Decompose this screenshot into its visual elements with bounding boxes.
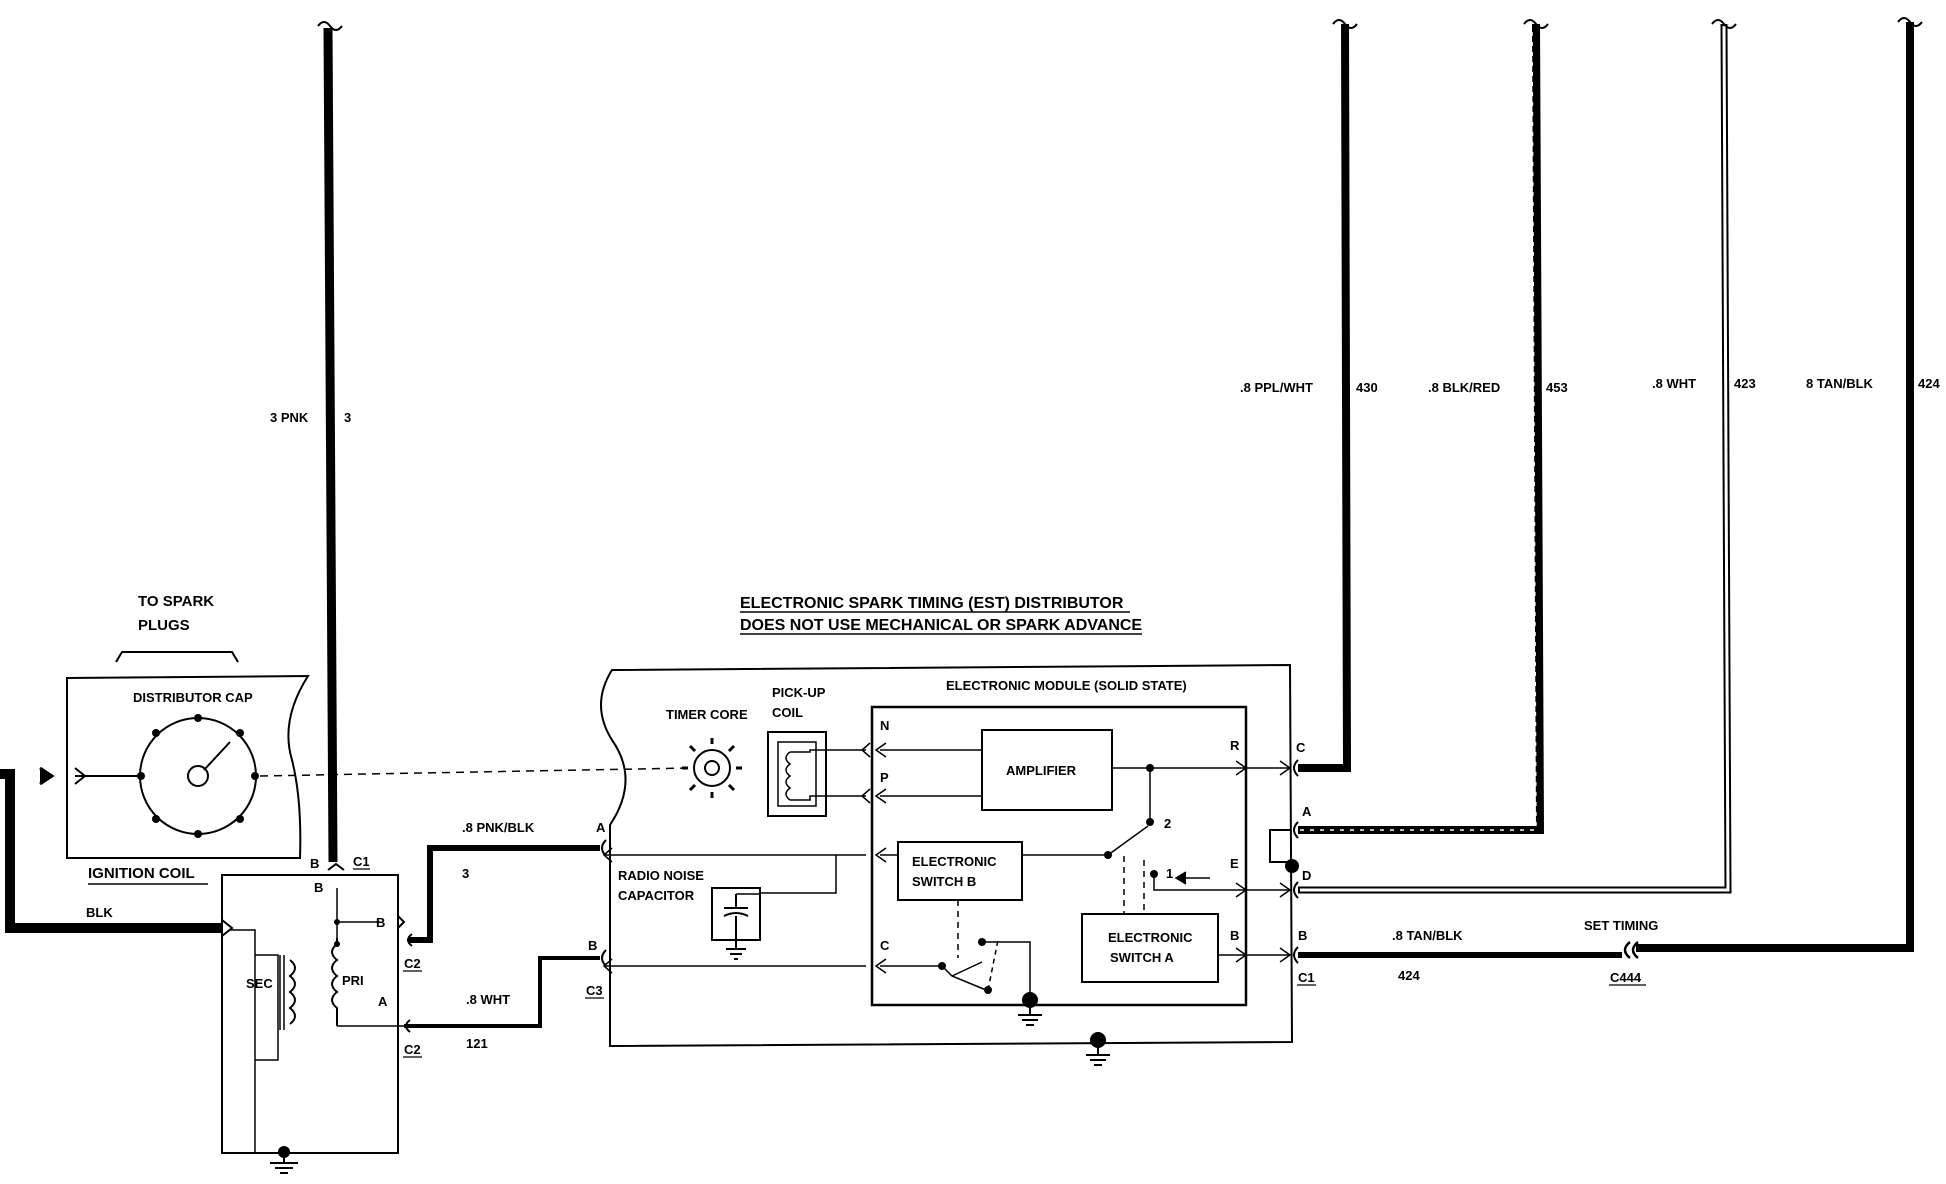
wire-wht-423-label: .8 WHT <box>1652 376 1696 391</box>
to-spark-plugs-label-2: PLUGS <box>138 617 190 634</box>
set-timing-label: SET TIMING <box>1584 918 1658 933</box>
title-line-1: ELECTRONIC SPARK TIMING (EST) DISTRIBUTO… <box>740 595 1124 612</box>
wire-wht-423-circuit: 423 <box>1734 376 1756 391</box>
output-pin-c: C <box>1296 740 1306 755</box>
wire-3-pnk-circuit: 3 <box>344 410 351 425</box>
wire-wht-121-label: .8 WHT <box>466 992 510 1007</box>
sec-label: SEC <box>246 976 273 991</box>
switch-pin-1: 1 <box>1166 866 1173 881</box>
module-pin-e: E <box>1230 856 1239 871</box>
wire-tan-blk-label: .8 TAN/BLK <box>1392 928 1463 943</box>
dist-pin-b: B <box>588 938 597 953</box>
wire-blk-red-label: .8 BLK/RED <box>1428 380 1500 395</box>
connector-c2-lower: C2 <box>404 1042 421 1057</box>
switch-pin-2: 2 <box>1164 816 1171 831</box>
dist-pin-a: A <box>596 820 606 835</box>
switch-b-label-2: SWITCH B <box>912 874 976 889</box>
to-spark-plugs-label-1: TO SPARK <box>138 593 214 610</box>
electronic-module-label: ELECTRONIC MODULE (SOLID STATE) <box>946 678 1187 693</box>
timer-core-label: TIMER CORE <box>666 707 748 722</box>
wire-3-pnk-label: 3 PNK <box>270 410 309 425</box>
wire-pnk-blk: .8 PNK/BLK 3 C2 <box>397 820 600 972</box>
wire-tan-blk-424: .8 TAN/BLK 424 <box>1298 928 1622 983</box>
radio-noise-label-2: CAPACITOR <box>618 888 695 903</box>
timer-core <box>682 738 742 798</box>
pickup-coil-label-1: PICK-UP <box>772 685 826 700</box>
wire-wht-121-circuit: 121 <box>466 1036 488 1051</box>
connector-c1-dist: C1 <box>1298 970 1315 985</box>
coil-connector-c1: B C1 <box>310 854 370 871</box>
switch-a-label-1: ELECTRONIC <box>1108 930 1193 945</box>
wire-tan-blk-top-label: 8 TAN/BLK <box>1806 376 1874 391</box>
wire-wht-423: .8 WHT 423 <box>1298 19 1756 894</box>
wire-pnk-blk-label: .8 PNK/BLK <box>462 820 535 835</box>
output-pin-a: A <box>1302 804 1312 819</box>
wire-blk-label: BLK <box>86 905 113 920</box>
wire-wht-121: .8 WHT 121 C2 <box>403 956 600 1058</box>
ignition-coil-label: IGNITION COIL <box>88 865 195 882</box>
switch-b-label-1: ELECTRONIC <box>912 854 997 869</box>
wire-ppl-wht-430: .8 PPL/WHT 430 <box>1240 19 1378 772</box>
coil-pin-b-right: B <box>376 915 385 930</box>
wire-3-pnk: 3 PNK 3 <box>270 21 351 863</box>
module-pin-c: C <box>880 938 890 953</box>
wire-blk: BLK <box>0 766 234 937</box>
module-pin-b: B <box>1230 928 1239 943</box>
distributor-cap-label: DISTRIBUTOR CAP <box>133 690 253 705</box>
ignition-coil: IGNITION COIL SEC PRI B B A <box>88 865 404 1174</box>
electronic-module: ELECTRONIC MODULE (SOLID STATE) N P C AM… <box>870 678 1248 1026</box>
radio-noise-label-1: RADIO NOISE <box>618 868 704 883</box>
coil-pin-a: A <box>378 994 388 1009</box>
wire-ppl-wht-label: .8 PPL/WHT <box>1240 380 1313 395</box>
wire-tan-blk-top-circuit: 424 <box>1918 376 1940 391</box>
wire-blk-red-circuit: 453 <box>1546 380 1568 395</box>
module-pin-p: P <box>880 770 889 785</box>
connector-c2-upper: C2 <box>404 956 421 971</box>
title-line-2: DOES NOT USE MECHANICAL OR SPARK ADVANCE <box>740 617 1142 634</box>
wire-blk-red-453: .8 BLK/RED 453 <box>1298 19 1568 834</box>
coil-pin-b-inner: B <box>314 880 323 895</box>
distributor-terminals <box>137 714 259 838</box>
switch-a-label-2: SWITCH A <box>1110 950 1174 965</box>
set-timing-connector: SET TIMING C444 <box>1584 918 1658 986</box>
module-pin-n: N <box>880 718 889 733</box>
est-distributor: ELECTRONIC SPARK TIMING (EST) DISTRIBUTO… <box>585 595 1316 1066</box>
pri-label: PRI <box>342 973 364 988</box>
coil-pin-b-top: B <box>310 856 319 871</box>
distributor-cap: DISTRIBUTOR CAP <box>66 674 310 859</box>
pickup-coil-label-2: COIL <box>772 705 803 720</box>
pickup-coil <box>767 731 871 817</box>
radio-noise-capacitor <box>711 887 761 960</box>
connector-c3: C3 <box>586 983 603 998</box>
wire-tan-blk-circuit: 424 <box>1398 968 1420 983</box>
wire-ppl-wht-circuit: 430 <box>1356 380 1378 395</box>
output-pin-d: D <box>1302 868 1311 883</box>
output-pin-b: B <box>1298 928 1307 943</box>
module-pin-r: R <box>1230 738 1240 753</box>
spark-plugs-bracket: TO SPARK PLUGS <box>115 593 239 663</box>
amplifier-label: AMPLIFIER <box>1006 763 1077 778</box>
wire-pnk-blk-circuit: 3 <box>462 866 469 881</box>
connector-c1-coil: C1 <box>353 854 370 869</box>
wire-tan-blk-424-vertical: 8 TAN/BLK 424 <box>1636 17 1940 952</box>
connector-c444: C444 <box>1610 970 1642 985</box>
